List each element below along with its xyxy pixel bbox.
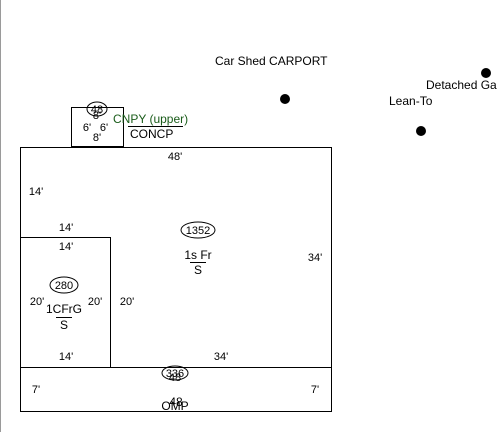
detached-garage-annotation: Detached Ga [426, 78, 497, 92]
porch-outline [20, 367, 332, 412]
porch-label: OMP [161, 399, 188, 413]
garage-dim-top: 14' [59, 241, 73, 253]
garage-sub-label: S [60, 318, 68, 332]
garage-dim-left: 20' [30, 296, 44, 308]
canopy-dim-top: 8' [93, 110, 101, 122]
main-dim-bottom: 34' [214, 351, 228, 363]
main-dim-step: 14' [59, 222, 73, 234]
garage-dim-bottom: 14' [59, 351, 73, 363]
carport-marker [280, 94, 290, 104]
main-label: 1s Fr [184, 248, 211, 262]
canopy-material: CONCP [130, 127, 173, 141]
garage-area-value: 280 [55, 280, 73, 292]
main-area-oval [180, 221, 216, 239]
canopy-outline [71, 107, 124, 147]
lean-to-marker [416, 126, 426, 136]
porch-dim-right: 7' [311, 384, 319, 396]
canopy-area-value: 48 [91, 104, 103, 116]
main-dim-top: 48' [168, 151, 182, 163]
porch-area-value: 336 [166, 368, 184, 380]
canopy-label: CNPY (upper) [113, 112, 188, 126]
canopy-dim-right: 6' [100, 122, 108, 134]
porch-dim-left: 7' [32, 384, 40, 396]
porch-area-overlap: 48 [169, 372, 181, 384]
main-dim-left-upper: 14' [29, 186, 43, 198]
canopy-area-oval [86, 101, 108, 117]
main-sub-label: S [194, 263, 202, 277]
garage-area: 14' 20' 20' 14' 280 1CFrG S [20, 237, 111, 368]
main-area-value: 1352 [186, 225, 210, 237]
porch-area: 7' 7' 336 48 48 OMP [20, 365, 332, 413]
main-dim-inner: 20' [120, 296, 134, 308]
carport-annotation: Car Shed CARPORT [215, 54, 328, 68]
garage-dim-right: 20' [88, 296, 102, 308]
canopy-area: 48 8' 6' 6' 8' CNPY (upper) CONCP [71, 101, 188, 147]
porch-area-oval [161, 365, 189, 381]
garage-label: 1CFrG [46, 302, 82, 316]
lean-to-annotation: Lean-To [389, 94, 433, 108]
detached-garage-marker [481, 68, 491, 78]
canopy-dim-left: 6' [83, 122, 91, 134]
main-dim-right: 34' [308, 252, 322, 264]
garage-area-oval [49, 276, 79, 294]
canopy-dim-bottom: 8' [93, 132, 101, 144]
porch-label-overlap: 48 [169, 395, 183, 409]
